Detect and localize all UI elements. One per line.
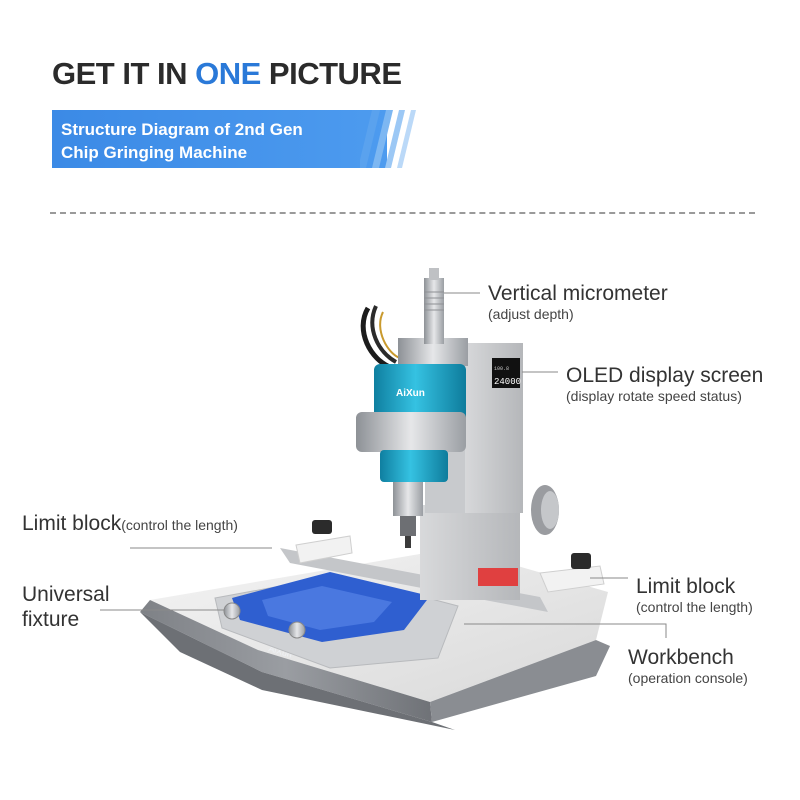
workbench-leader	[464, 623, 667, 638]
callout-oled-display: OLED display screen (display rotate spee…	[566, 364, 764, 404]
banner-line-2: Chip Gringing Machine	[61, 143, 248, 162]
subtitle-banner: Structure Diagram of 2nd Gen Chip Gringi…	[52, 110, 387, 168]
cutting-tool	[405, 536, 411, 548]
page-headline: GET IT IN ONE PICTURE	[52, 56, 402, 91]
oled-screen	[492, 358, 520, 388]
workbench-front-right	[430, 640, 610, 722]
left-limit-block	[295, 535, 353, 564]
spindle-brand: AiXun	[396, 388, 425, 399]
oled-value: 24000	[494, 377, 521, 387]
svg-text:100.8: 100.8	[494, 366, 509, 372]
callout-workbench: Workbench (operation console)	[628, 646, 748, 686]
left-limit-knob	[312, 520, 332, 534]
dashed-divider	[50, 212, 755, 214]
callout-vertical-micrometer: Vertical micrometer (adjust depth)	[488, 282, 668, 322]
workbench-front-left	[140, 600, 432, 722]
headline-accent: ONE	[195, 56, 261, 91]
banner-line-1: Structure Diagram of 2nd Gen	[61, 120, 303, 139]
callout-limit-block-left: Limit block(control the length)	[22, 512, 238, 535]
callout-universal-fixture: Universal fixture	[22, 583, 110, 631]
right-limit-knob	[571, 553, 591, 569]
banner-stripes	[360, 110, 416, 168]
red-stopper	[478, 568, 518, 586]
vertical-micrometer	[424, 278, 444, 344]
spindle-clamp	[356, 412, 466, 452]
callout-limit-block-right: Limit block (control the length)	[636, 575, 753, 615]
